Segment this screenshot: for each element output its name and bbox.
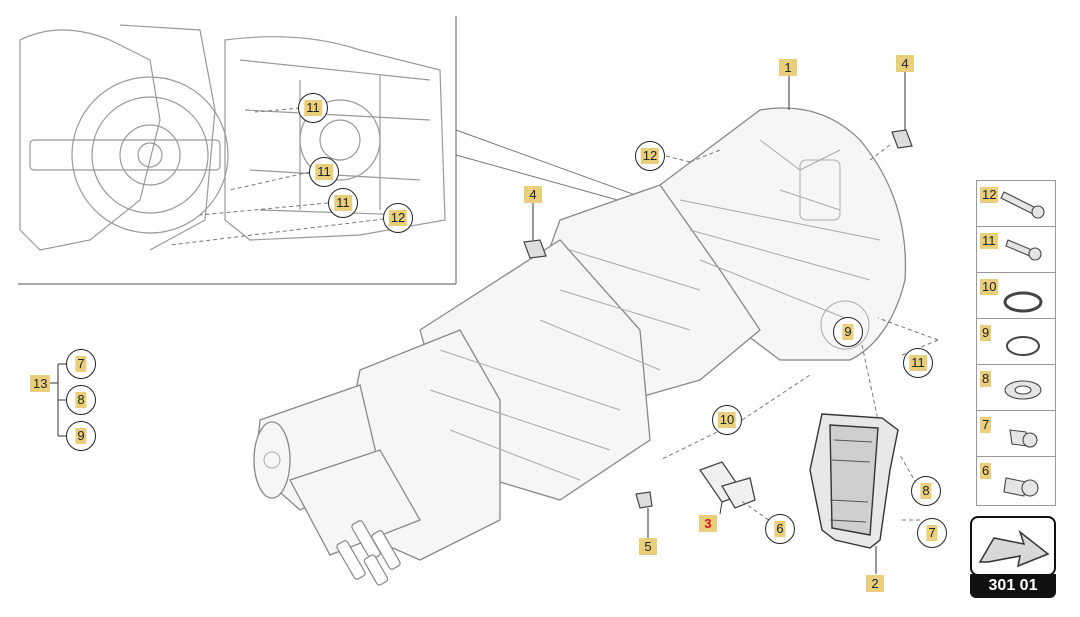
arrow-icon [978, 529, 1050, 568]
part-label-2: 2 [866, 575, 884, 592]
part-callout-10: 10 [712, 405, 742, 435]
inset-callout-11-c: 11 [328, 188, 358, 218]
part-label-4-right: 4 [896, 55, 914, 72]
legend-row-8: 8 [977, 365, 1055, 411]
page-reference-arrow [970, 516, 1056, 576]
inset-callout-12: 12 [383, 203, 413, 233]
page-reference-label: 301 01 [970, 574, 1056, 598]
legend-row-10: 10 [977, 273, 1055, 319]
part-callout-12: 12 [635, 141, 665, 171]
group-member-9: 9 [66, 421, 96, 451]
legend-row-7: 7 [977, 411, 1055, 457]
part-callout-6: 6 [765, 514, 795, 544]
part-callout-11: 11 [903, 348, 933, 378]
part-callout-9: 9 [833, 317, 863, 347]
legend-row-11: 11 [977, 227, 1055, 273]
part-label-5: 5 [639, 538, 657, 555]
legend-row-9: 9 [977, 319, 1055, 365]
page-reference-badge[interactable]: 301 01 [970, 516, 1056, 598]
part-label-4-left: 4 [524, 186, 542, 203]
part-label-1: 1 [779, 59, 797, 76]
inset-callout-11-a: 11 [298, 93, 328, 123]
part-label-3: 3 [699, 515, 717, 532]
part-callout-7: 7 [917, 518, 947, 548]
group-member-7: 7 [66, 349, 96, 379]
legend-row-12: 12 [977, 181, 1055, 227]
group-label-13: 13 [30, 375, 51, 392]
inset-callout-11-b: 11 [309, 157, 339, 187]
part-callout-8: 8 [911, 476, 941, 506]
parts-legend: 12 11 10 9 8 7 6 [976, 180, 1056, 506]
group-member-8: 8 [66, 385, 96, 415]
legend-row-6: 6 [980, 463, 992, 479]
